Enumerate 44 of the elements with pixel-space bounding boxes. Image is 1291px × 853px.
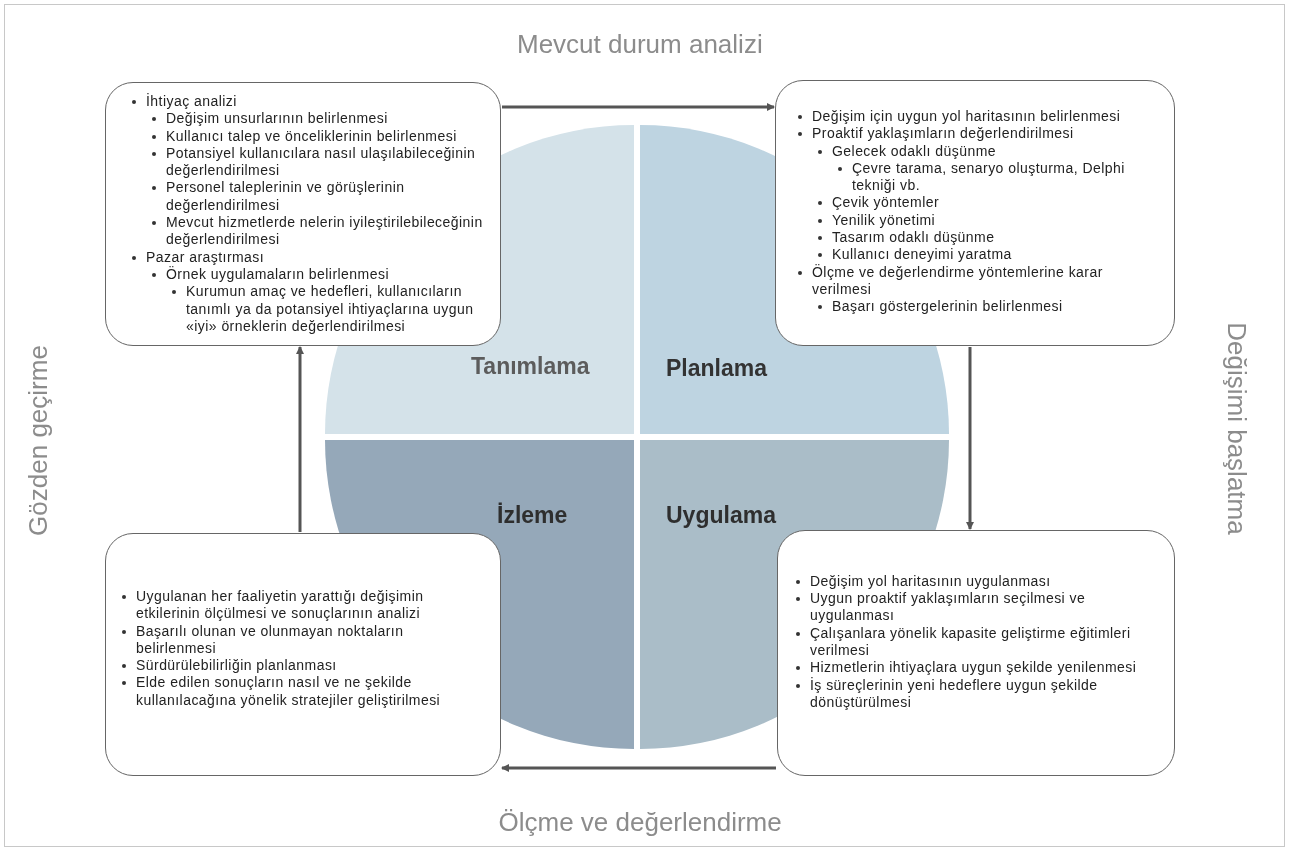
arrow: [502, 103, 775, 111]
bullet-item: Kurumun amaç ve hedefleri, kullanıcıların tanımlı ya da potansiyel ihtiyaçlarına uygun «iyi» örneklerin değerlendirilmesi: [186, 283, 475, 336]
bullet-item: Proaktif yaklaşımların değerlendirilmesi: [812, 125, 1075, 143]
quadrant-label: Tanımlama: [471, 353, 590, 380]
bullet-item: Başarı göstergelerinin belirlenmesi: [832, 298, 1064, 316]
phase-heading: Ölçme ve değerlendirme: [498, 806, 782, 838]
bullet-item: Ölçme ve değerlendirme yöntemlerine karar verilmesi: [812, 263, 1104, 299]
text-box: [105, 533, 501, 776]
bullet-item: Kullanıcı deneyimi yaratma: [832, 246, 1013, 264]
bullet-item: Çevre tarama, senaryo oluşturma, Delphi tekniği vb.: [852, 159, 1126, 195]
phase-heading: Değişimi başlatma: [1220, 321, 1252, 535]
bullet-item: Çevik yöntemler: [832, 194, 941, 212]
bullet-item: Personel taleplerinin ve görüşlerinin değerlendirilmesi: [166, 179, 406, 215]
bullet-item: İhtiyaç analizi: [146, 93, 238, 111]
quadrant-label: İzleme: [497, 502, 568, 529]
bullet-item: Kullanıcı talep ve önceliklerinin belirlenmesi: [166, 127, 458, 145]
text-box: [777, 530, 1175, 776]
bullet-item: Başarılı olunan ve olunmayan noktaların belirlenmesi: [136, 622, 405, 658]
bullet-item: Yenilik yönetimi: [832, 211, 937, 230]
bullet-item: Değişim için uygun yol haritasının belirlenmesi: [812, 108, 1122, 126]
bullet-item: Gelecek odaklı düşünme: [832, 142, 997, 160]
bullet-item: Pazar araştırması: [146, 248, 266, 266]
bullet-item: Tasarım odaklı düşünme: [832, 229, 996, 247]
quadrant-label: Planlama: [666, 355, 767, 382]
bullet-item: Değişim unsurlarının belirlenmesi: [166, 110, 389, 128]
bullet-item: Değişim yol haritasının uygulanması: [810, 572, 1052, 591]
bullet-item: Elde edilen sonuçların nasıl ve ne şekilde kullanılacağına yönelik stratejiler geliştirilmesi: [136, 674, 442, 710]
bullet-item: Sürdürülebilirliğin planlanması: [136, 657, 338, 675]
quadrant-label: Uygulama: [666, 502, 776, 529]
bullet-item: İş süreçlerinin yeni hedeflere uygun şekilde dönüştürülmesi: [810, 676, 1099, 712]
phase-heading: Mevcut durum analizi: [517, 28, 763, 60]
arrow: [501, 764, 776, 772]
bullet-item: Potansiyel kullanıcılara nasıl ulaşılabileceğinin değerlendirilmesi: [166, 144, 477, 180]
bullet-item: Çalışanlara yönelik kapasite geliştirme eğitimleri verilmesi: [810, 624, 1132, 660]
bullet-item: Hizmetlerin ihtiyaçlara uygun şekilde yenilenmesi: [810, 659, 1138, 677]
text-box: [775, 80, 1175, 346]
bullet-item: Mevcut hizmetlerde nelerin iyileştirilebileceğinin değerlendirilmesi: [166, 214, 484, 249]
phase-heading: Gözden geçirme: [22, 344, 54, 536]
bullet-item: Uygulanan her faaliyetin yarattığı değişimin etkilerinin ölçülmesi ve sonuçlarının analizi: [136, 587, 425, 623]
bullet-item: Örnek uygulamaların belirlenmesi: [166, 265, 390, 284]
text-box: [105, 82, 501, 346]
arrow: [296, 346, 304, 532]
bullet-item: Uygun proaktif yaklaşımların seçilmesi ve uygulanması: [810, 590, 1087, 625]
arrow: [966, 347, 974, 530]
